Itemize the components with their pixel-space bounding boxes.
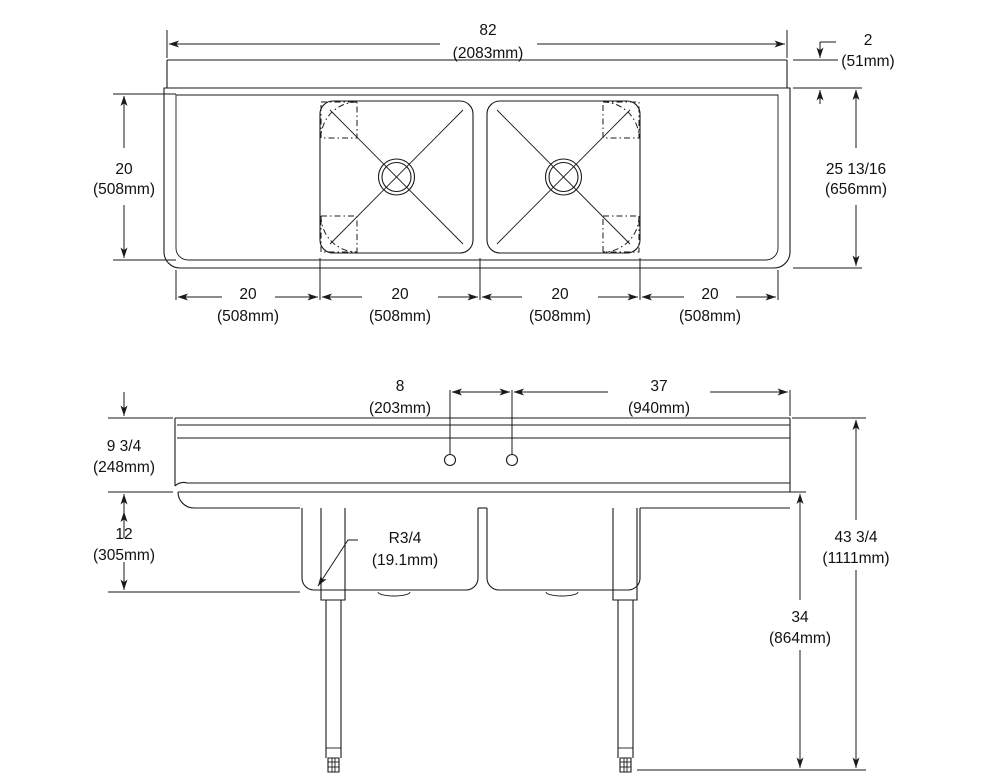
front-left-bowl-body: [301, 508, 479, 597]
dim-overall-height-metric: (1111mm): [822, 550, 889, 567]
right-bowl-corner-detail-top-right: [602, 101, 640, 139]
dim-overall-width-imperial: 82: [479, 22, 496, 39]
dim-segment-1-metric: (508mm): [369, 308, 431, 325]
callout-radius-metric: (19.1mm): [372, 552, 438, 569]
dim-bowl-depth-front-metric: (305mm): [93, 547, 155, 564]
leg-right-foot: [619, 757, 632, 773]
top-view-group: 82 (2083mm) 2 (51mm) 25 13/16 (656mm): [93, 22, 895, 325]
faucet-hole-left: [443, 453, 457, 467]
left-bowl-drain-outer: [377, 158, 416, 196]
dim-overall-width-metric: (2083mm): [453, 45, 524, 62]
dim-bowl-depth-metric: (508mm): [93, 181, 155, 198]
dim-segment-1-imperial: 20: [391, 286, 409, 303]
deck-outline: [163, 87, 791, 269]
callout-radius-imperial: R3/4: [389, 530, 422, 547]
dim-backsplash-height-metric: (248mm): [93, 459, 155, 476]
dim-segment-chain: 20 (508mm) 20 (508mm) 20 (508mm): [175, 258, 779, 325]
dim-work-surface-imperial: 34: [791, 609, 809, 626]
dim-bowl-depth-imperial: 20: [115, 161, 133, 178]
dim-segment-left-bowl: 20 (508mm): [321, 286, 478, 325]
left-bowl-outline: [319, 100, 474, 254]
dim-work-surface-metric: (864mm): [769, 630, 831, 647]
leg-right-gusset: [612, 508, 638, 601]
dim-work-surface-height: 34 (864mm): [642, 491, 831, 768]
dim-backsplash-thickness-imperial: 2: [864, 32, 873, 49]
right-bowl-corner-detail-bottom-right: [602, 215, 640, 253]
dim-segment-2-imperial: 20: [551, 286, 569, 303]
faucet-holes: [443, 390, 519, 467]
left-bowl-drain-inner: [381, 161, 412, 193]
dim-segment-3-imperial: 20: [701, 286, 719, 303]
dim-faucet-to-edge-imperial: 37: [650, 378, 667, 395]
deck-inner-offset: [175, 94, 779, 261]
right-bowl-diagonal-b: [496, 109, 631, 245]
dim-overall-height: 43 3/4 (1111mm): [792, 417, 890, 771]
front-backsplash: [174, 417, 791, 492]
dim-backsplash-thickness: 2 (51mm): [793, 32, 895, 104]
right-bowl-outline: [486, 100, 641, 254]
right-bowl-drain-outer: [544, 158, 583, 196]
backsplash-top-outline: [166, 59, 788, 89]
dim-bowl-depth-front-imperial: 12: [115, 526, 132, 543]
left-bowl-diagonal-b: [329, 109, 464, 245]
dim-segment-0-imperial: 20: [239, 286, 257, 303]
leg-left: [320, 508, 346, 773]
faucet-hole-right: [505, 453, 519, 467]
dim-faucet-to-edge-metric: (940mm): [628, 400, 690, 417]
dim-segment-2-metric: (508mm): [529, 308, 591, 325]
dim-segment-0-metric: (508mm): [217, 308, 279, 325]
callout-corner-radius: R3/4 (19.1mm): [317, 530, 438, 587]
dim-overall-depth: 25 13/16 (656mm): [793, 87, 887, 269]
dim-backsplash-height-imperial: 9 3/4: [107, 438, 142, 455]
dim-overall-height-imperial: 43 3/4: [834, 529, 877, 546]
dim-segment-left-drainboard: 20 (508mm): [177, 286, 318, 325]
right-bowl: [486, 100, 641, 254]
dim-faucet-to-right-edge: 37 (940mm): [513, 378, 791, 417]
dim-backsplash-height: 9 3/4 (248mm): [93, 392, 173, 512]
front-right-bowl-body: [486, 508, 641, 597]
leg-right: [612, 508, 638, 773]
dim-backsplash-thickness-metric: (51mm): [841, 53, 894, 70]
front-deck-apron: [174, 481, 790, 509]
dim-faucet-spacing-imperial: 8: [396, 378, 405, 395]
dim-overall-depth-metric: (656mm): [825, 181, 887, 198]
dim-segment-right-bowl: 20 (508mm): [481, 286, 638, 325]
dim-faucet-spacing-metric: (203mm): [369, 400, 431, 417]
left-bowl-corner-detail-top-left: [320, 101, 358, 139]
left-bowl-corner-detail-bottom-left: [320, 215, 358, 253]
right-bowl-drain-inner: [548, 161, 579, 193]
dim-overall-width: 82 (2083mm): [166, 22, 788, 62]
dim-bowl-depth-front: 12 (305mm): [93, 511, 300, 593]
leg-left-foot: [327, 757, 340, 773]
dim-faucet-hole-spacing: 8 (203mm): [369, 378, 510, 417]
dim-segment-3-metric: (508mm): [679, 308, 741, 325]
dim-overall-depth-imperial: 25 13/16: [826, 161, 886, 178]
dim-bowl-depth-front-to-back: 20 (508mm): [93, 93, 176, 261]
dim-segment-right-drainboard: 20 (508mm): [641, 286, 776, 325]
leg-left-gusset: [320, 508, 346, 601]
front-view-group: 8 (203mm) 37 (940mm) 9 3/4 (248mm) 12: [93, 378, 890, 773]
left-bowl: [319, 100, 474, 254]
